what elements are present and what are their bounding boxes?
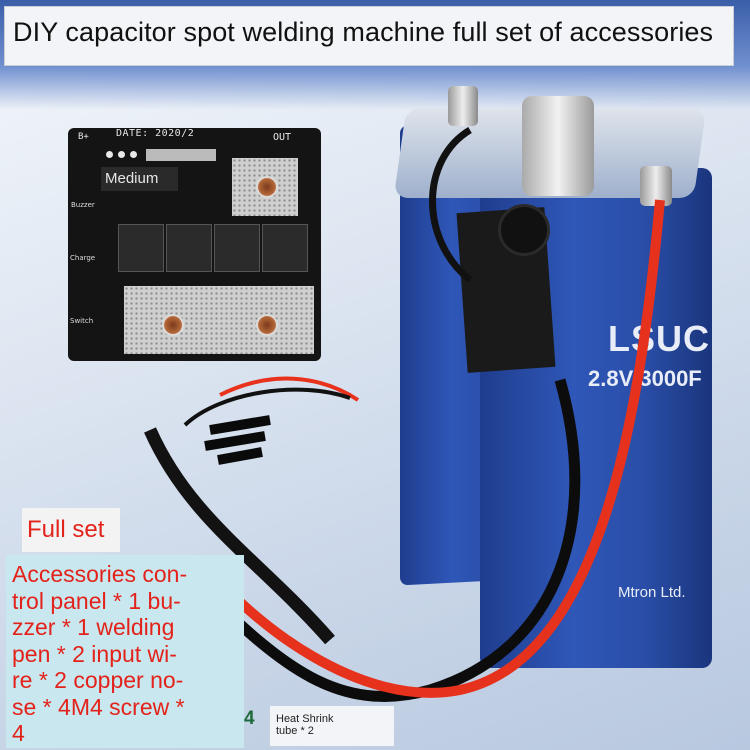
mode-label: Medium <box>101 167 178 191</box>
mounting-hole <box>256 176 278 198</box>
buzzer <box>498 204 550 256</box>
board-bplus-label: B+ <box>78 132 89 142</box>
control-board: B+ DATE: 2020/2 OUT Medium Buzzer Charge… <box>68 128 321 361</box>
fullset-label: Full set <box>22 508 120 552</box>
capacitor-rating: 2.8V 3000F <box>588 366 702 391</box>
indicator-led <box>106 151 113 158</box>
indicator-led <box>118 151 125 158</box>
output-pad <box>232 158 298 216</box>
mosfet <box>118 224 164 272</box>
terminal-bracket <box>522 96 594 196</box>
board-out-label: OUT <box>273 132 292 143</box>
board-connector <box>146 149 216 161</box>
title-banner: DIY capacitor spot welding machine full … <box>4 6 734 66</box>
mosfet <box>214 224 260 272</box>
accessories-list: Accessories con- trol panel * 1 bu- zzer… <box>6 555 244 748</box>
input-pad <box>124 286 314 354</box>
capacitor-brand: LSUC <box>608 318 710 359</box>
board-buzzer-label: Buzzer <box>71 201 95 209</box>
terminal-post-left <box>448 86 478 126</box>
indicator-led <box>130 151 137 158</box>
mosfet <box>166 224 212 272</box>
board-charge-label: Charge <box>70 254 96 262</box>
page-title: DIY capacitor spot welding machine full … <box>13 17 714 47</box>
shrink-tube-label: Heat Shrink tube * 2 <box>270 706 394 746</box>
mosfet <box>262 224 308 272</box>
mounting-hole <box>256 314 278 336</box>
mounting-hole <box>162 314 184 336</box>
board-switch-label: Switch <box>70 317 94 325</box>
capacitor-maker: Mtron Ltd. <box>618 584 686 601</box>
terminal-post-right <box>640 166 672 206</box>
shrink-count: 4 <box>244 708 255 729</box>
board-date-label: DATE: 2020/2 <box>116 128 195 139</box>
